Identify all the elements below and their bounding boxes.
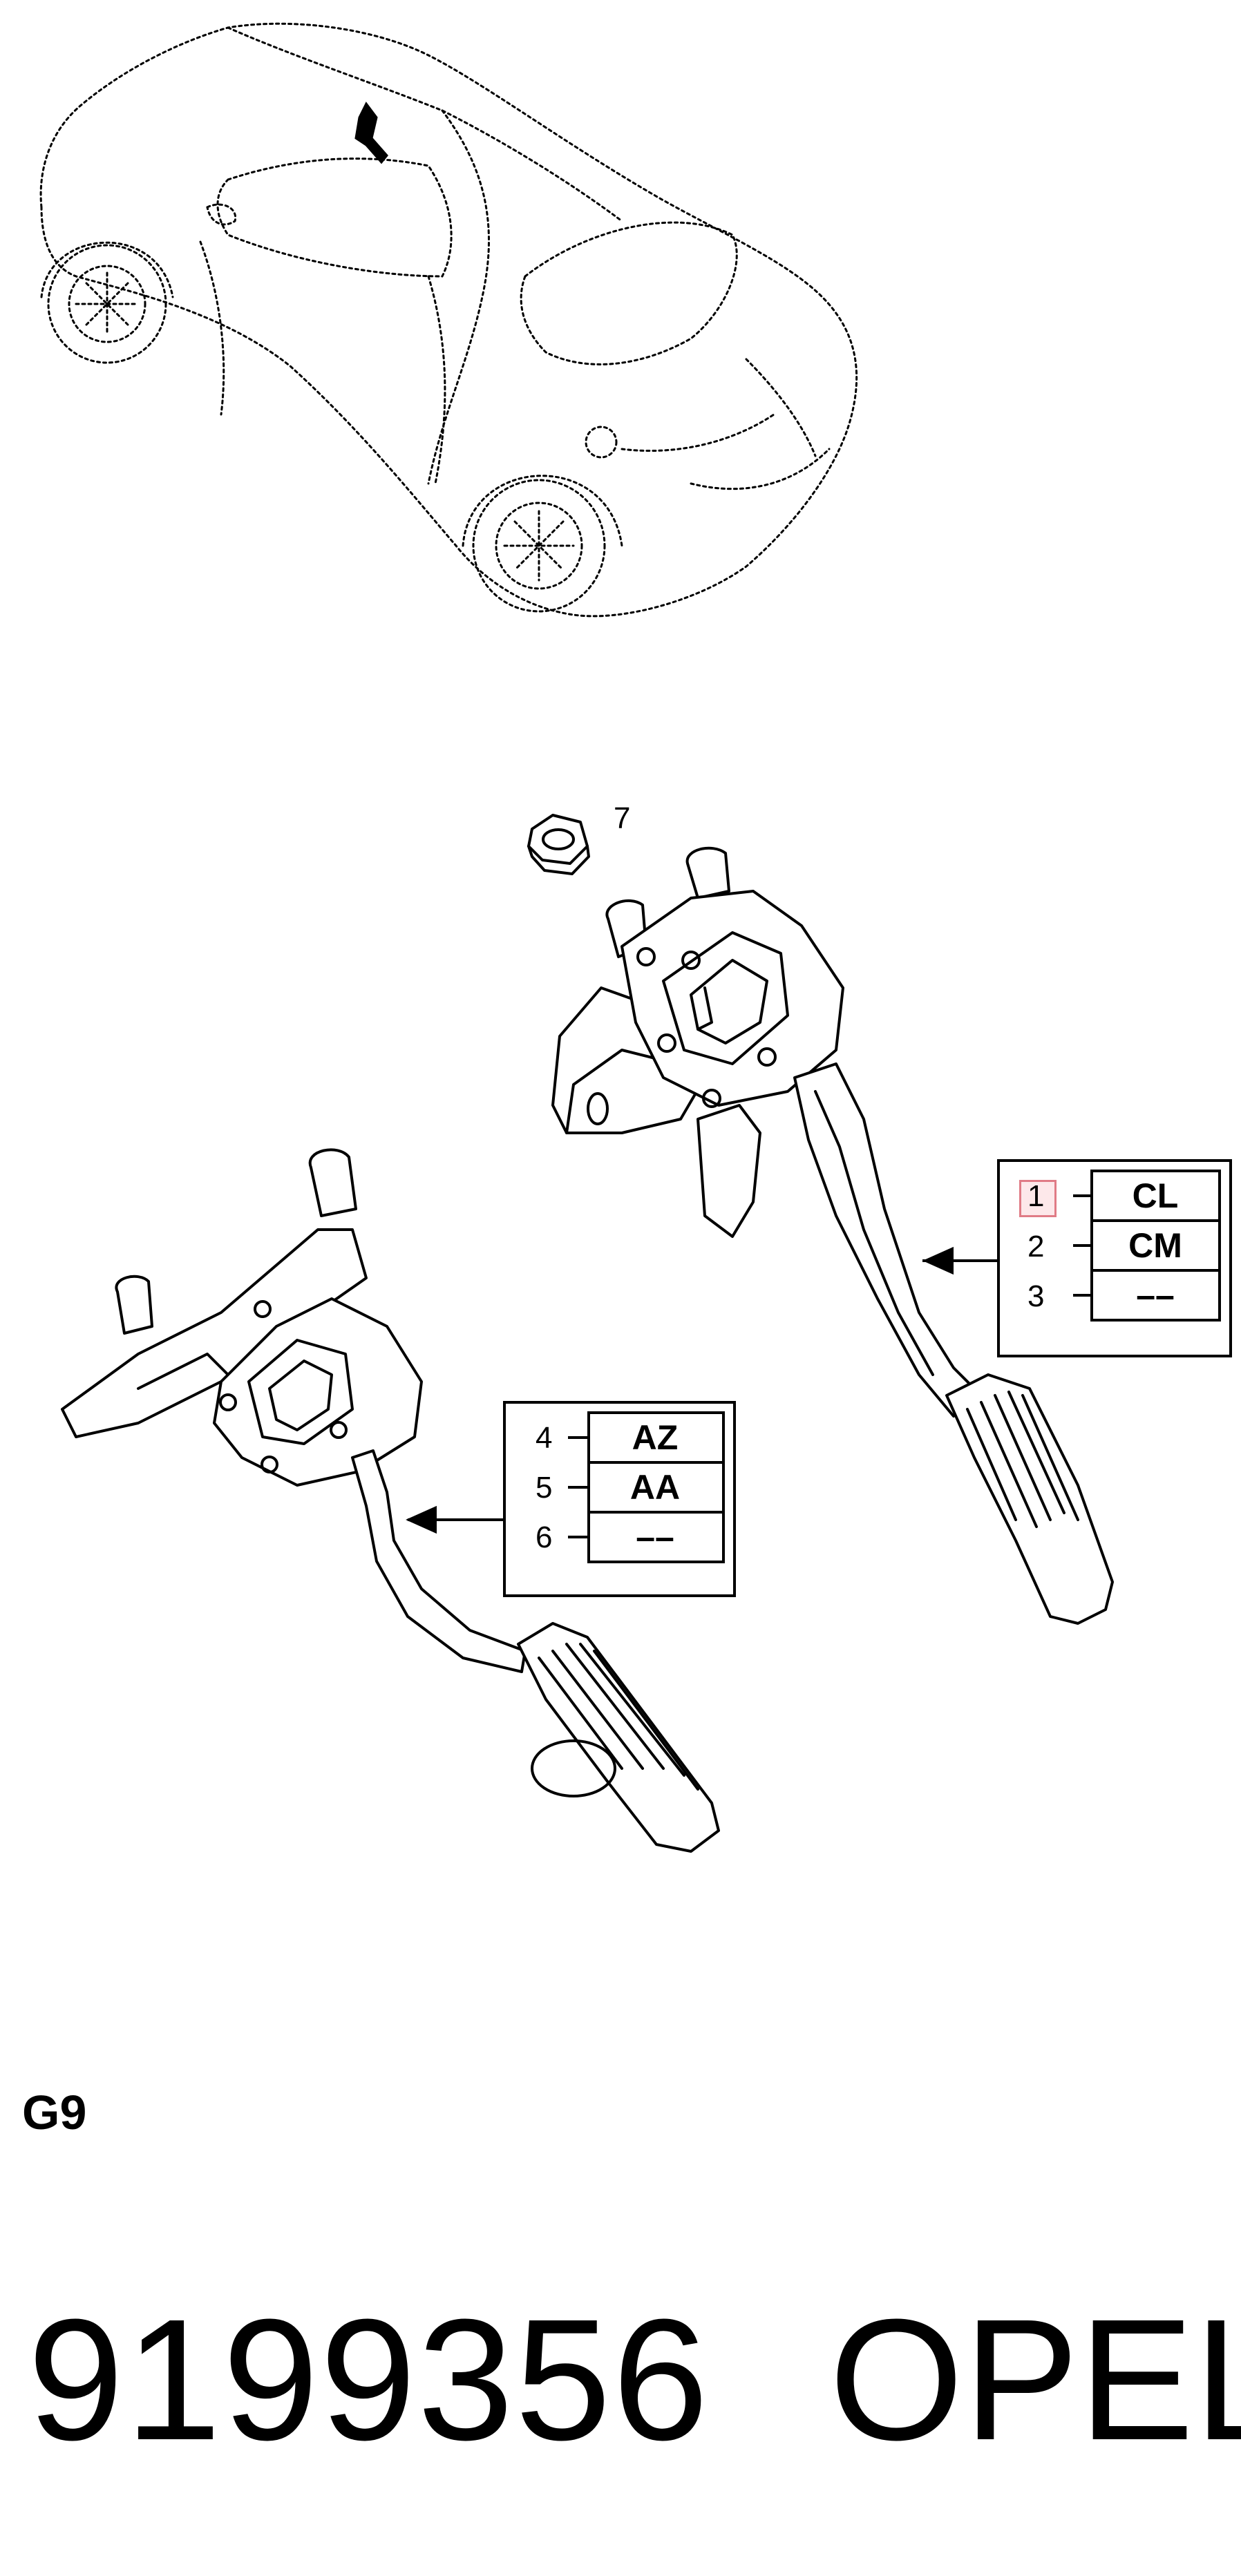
callout-number-3[interactable]: 3 bbox=[1027, 1279, 1045, 1313]
callout-number-5[interactable]: 5 bbox=[536, 1471, 553, 1505]
code-aa[interactable]: AA bbox=[629, 1468, 681, 1507]
code-cm[interactable]: CM bbox=[1128, 1226, 1182, 1265]
brand-name: OPEL bbox=[829, 2283, 1241, 2476]
pedal-assembly-upper bbox=[551, 846, 1114, 1625]
code-empty-6[interactable]: –– bbox=[636, 1518, 674, 1556]
callout-number-4[interactable]: 4 bbox=[536, 1421, 553, 1455]
code-az[interactable]: AZ bbox=[632, 1418, 679, 1457]
vehicle-locator-drawing bbox=[39, 22, 858, 618]
group-label: G9 bbox=[22, 2086, 87, 2139]
pedal-assembly-lower bbox=[61, 1148, 720, 1853]
callout-table-right bbox=[922, 1159, 1232, 1357]
nut-drawing bbox=[527, 814, 590, 875]
callout-number-2[interactable]: 2 bbox=[1027, 1230, 1045, 1263]
callout-number-7: 7 bbox=[614, 801, 631, 835]
code-cl[interactable]: CL bbox=[1132, 1176, 1179, 1215]
callout-number-6[interactable]: 6 bbox=[536, 1520, 553, 1554]
callout-number-1[interactable]: 1 bbox=[1027, 1179, 1045, 1213]
callout-table-left bbox=[406, 1401, 736, 1597]
code-empty-3[interactable]: –– bbox=[1136, 1276, 1175, 1315]
callout-1-highlight bbox=[1019, 1180, 1057, 1217]
part-number: 9199356 bbox=[28, 2283, 710, 2476]
pedal-assemblies-drawing bbox=[61, 814, 1232, 1853]
